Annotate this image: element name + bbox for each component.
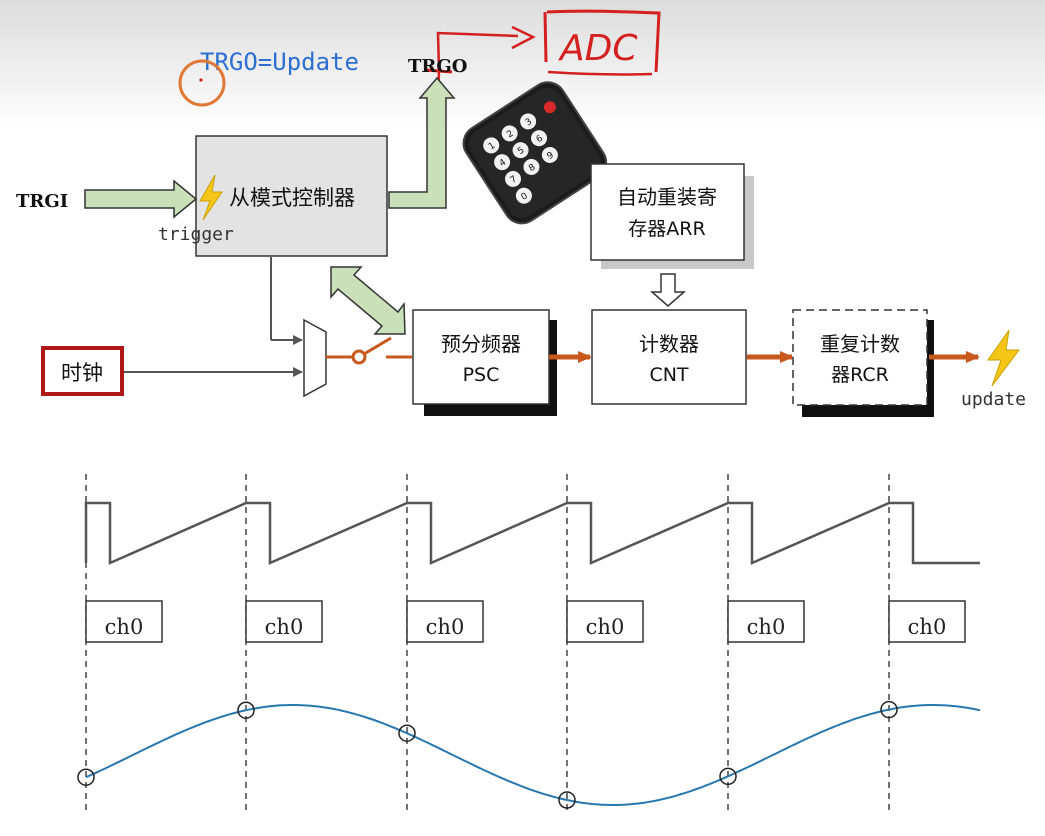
rcr-box	[792, 309, 928, 406]
remote-key-label: 2	[505, 129, 515, 141]
trgi-label: TRGI	[16, 191, 68, 212]
rcr-label-2: 器RCR	[831, 364, 889, 386]
pen-mark	[425, 68, 453, 74]
channel-box	[727, 600, 805, 643]
adc-sketch: ADC	[543, 9, 661, 76]
rcr-label-1: 重复计数	[820, 332, 900, 356]
trgi-input-arrow	[84, 179, 198, 219]
psc-label-1: 预分频器	[441, 332, 521, 356]
remote-key-label: 3	[524, 117, 534, 129]
remote-key-label: 9	[546, 150, 556, 162]
trgo-output-arrow	[388, 76, 456, 209]
remote-key	[483, 137, 500, 154]
update-lightning-icon	[987, 329, 1020, 387]
analog-signal-wave	[85, 704, 981, 806]
adc-label: ADC	[558, 28, 638, 69]
trigger-label: trigger	[158, 224, 234, 245]
trigger-pulse-train	[84, 501, 980, 565]
sample-point	[398, 724, 416, 742]
remote-key-label: 7	[509, 174, 519, 186]
remote-key	[531, 130, 548, 147]
remote-key-label: 8	[527, 162, 537, 174]
remote-key-label: 4	[498, 158, 508, 170]
psc-label-2: PSC	[463, 364, 500, 386]
clock-box	[41, 346, 124, 396]
remote-key	[515, 187, 532, 204]
remote-key	[505, 170, 522, 187]
clock-label: 时钟	[61, 361, 103, 385]
switch-blade	[363, 336, 392, 356]
channel-label: ch0	[908, 615, 947, 639]
arr-label-2: 存器ARR	[628, 218, 705, 240]
cnt-label-2: CNT	[649, 364, 688, 386]
ir-remote-image: 123 456 789 0	[462, 81, 608, 225]
arr-box	[590, 163, 745, 261]
channel-label: ch0	[747, 615, 786, 639]
trgo-update-annotation: TRGO=Update	[200, 48, 359, 76]
sample-point	[558, 791, 576, 809]
remote-key	[512, 142, 529, 159]
remote-key-label: 6	[535, 134, 545, 146]
remote-key	[520, 113, 537, 130]
update-label: update	[961, 389, 1026, 410]
remote-key	[494, 154, 511, 171]
remote-key-label: 5	[516, 146, 526, 158]
controller-psc-double-arrow	[330, 266, 406, 335]
switch-pivot	[351, 349, 367, 365]
slave-controller-box	[195, 135, 388, 257]
remote-key	[541, 146, 558, 163]
channel-box	[566, 600, 644, 643]
mux-symbol	[303, 318, 327, 398]
channel-label: ch0	[426, 615, 465, 639]
sample-point	[77, 768, 95, 786]
cursor-highlight-circle	[178, 59, 226, 107]
cnt-box	[591, 309, 747, 405]
arr-to-cnt-arrow	[650, 273, 686, 307]
cnt-label-1: 计数器	[639, 332, 699, 356]
channel-box	[888, 600, 966, 643]
channel-label: ch0	[586, 615, 625, 639]
sample-point	[719, 767, 737, 786]
arr-label-1: 自动重装寄	[617, 185, 717, 209]
remote-key-label: 0	[520, 191, 530, 203]
remote-key-label: 1	[487, 141, 497, 153]
pen-arrowhead	[511, 25, 536, 50]
psc-box	[412, 309, 550, 405]
channel-label: ch0	[105, 615, 144, 639]
sample-point	[237, 701, 255, 719]
cursor-dot	[199, 78, 203, 82]
remote-key	[501, 125, 518, 142]
slave-controller-label: 从模式控制器	[229, 186, 355, 210]
sample-point	[880, 700, 898, 719]
channel-box	[85, 600, 163, 643]
channel-box	[245, 600, 323, 643]
channel-box	[406, 600, 484, 643]
timing-diagram: ch0 ch0 ch0 ch0 ch0 ch0	[77, 474, 981, 812]
channel-label: ch0	[265, 615, 304, 639]
trgo-label: TRGO	[408, 56, 467, 77]
trigger-lightning-icon	[199, 174, 223, 221]
remote-key	[523, 158, 540, 175]
